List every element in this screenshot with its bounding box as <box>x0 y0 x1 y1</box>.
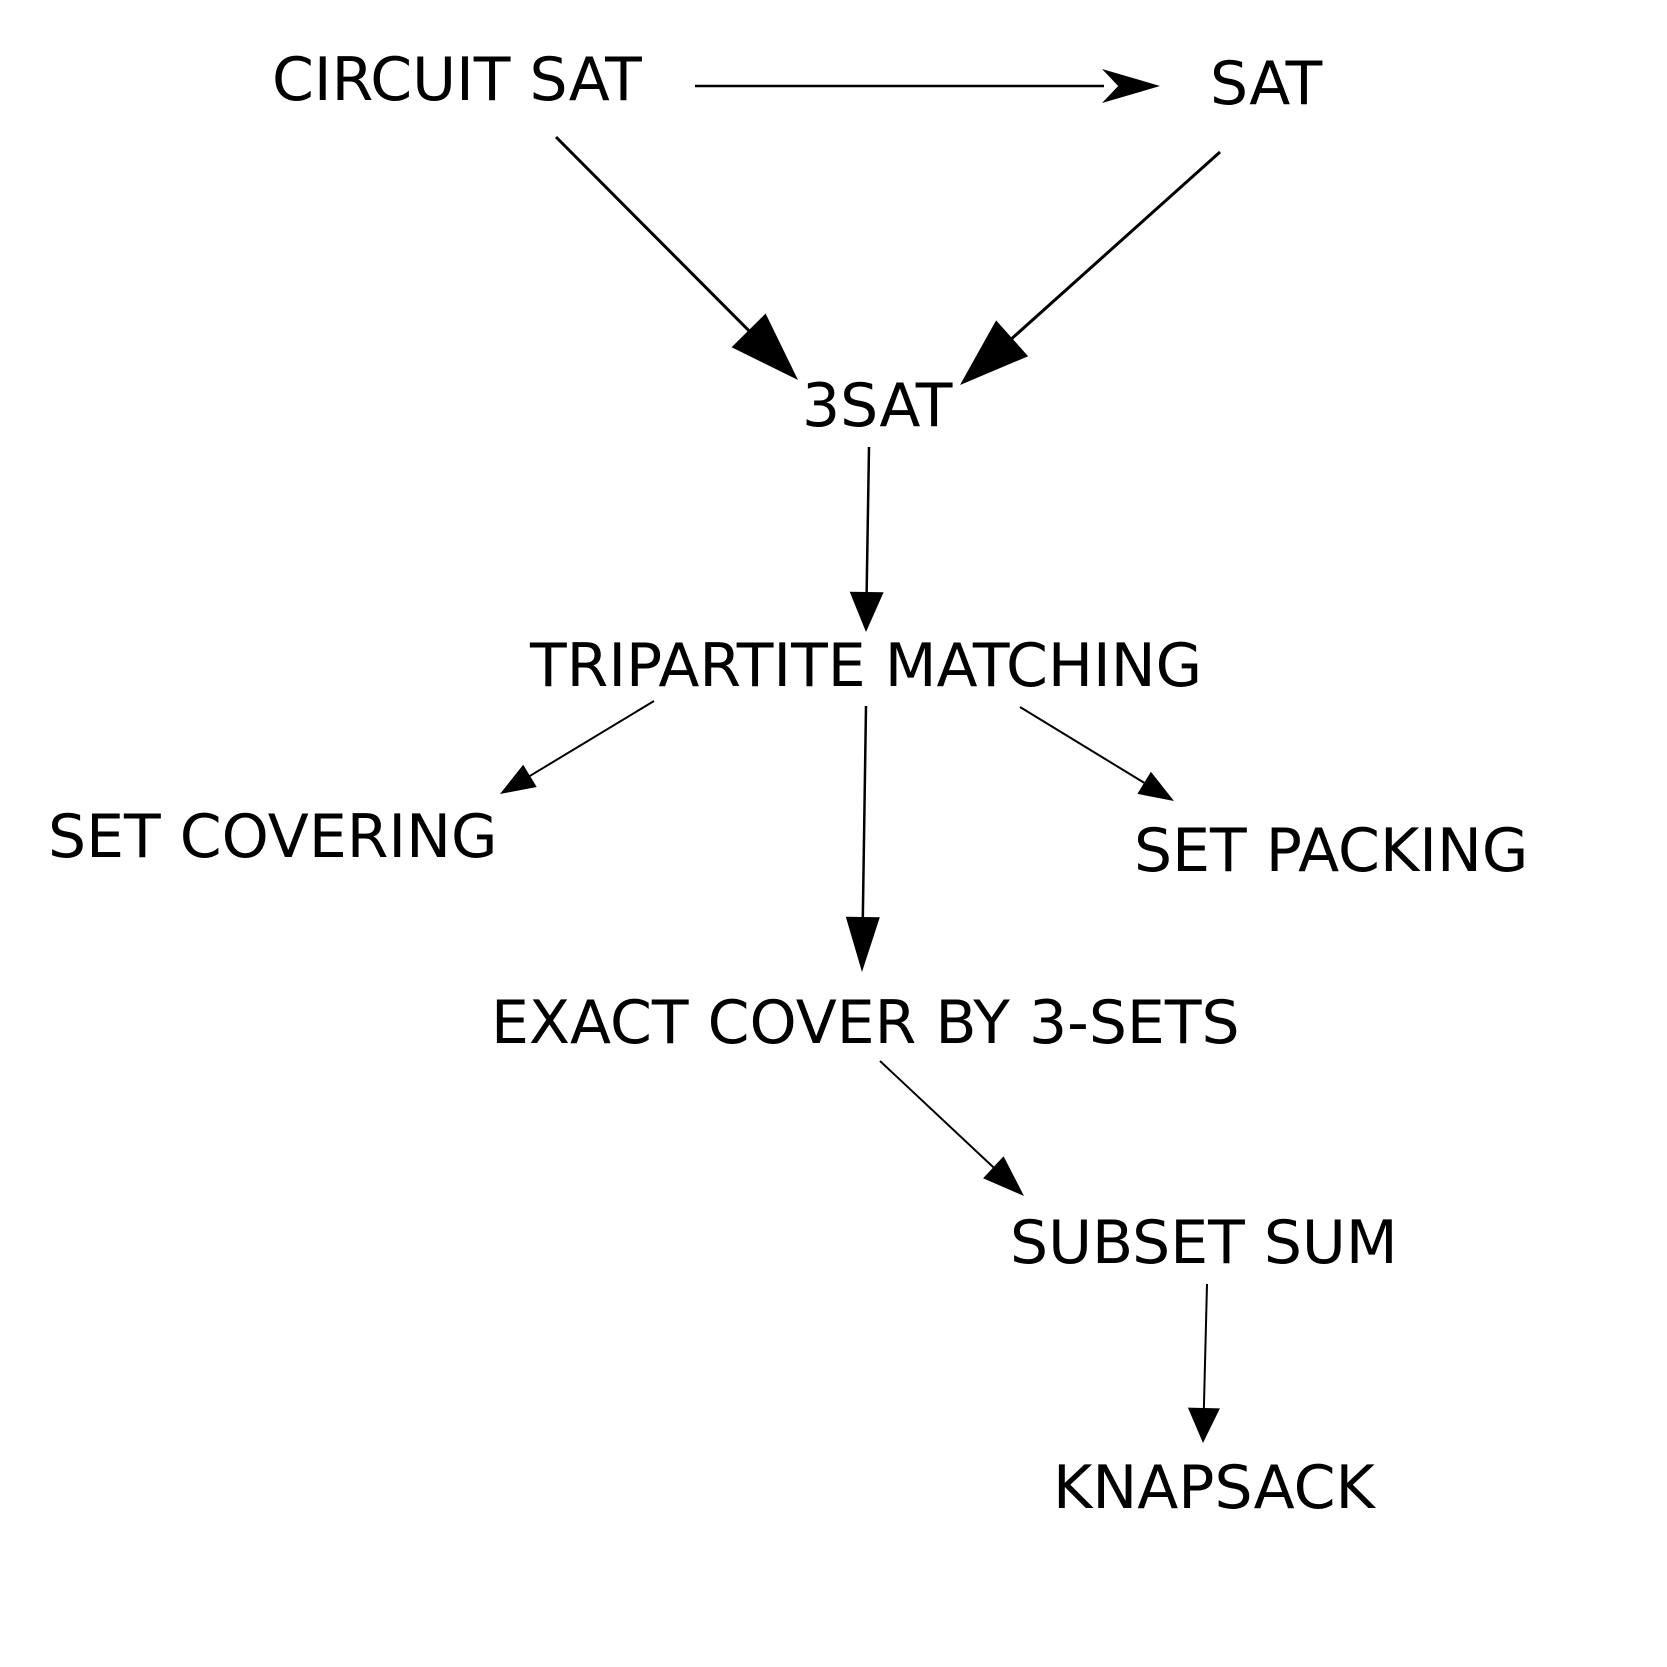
node-knapsack: KNAPSACK <box>1053 1453 1377 1523</box>
edge-subset_sum-to-knapsack <box>1202 1283 1208 1411</box>
arrowhead-tripartite_matching-to-set_covering <box>500 764 537 794</box>
edge-tripartite_matching-to-set_packing <box>1019 706 1147 785</box>
edge-sat-to-3sat <box>1009 150 1222 341</box>
node-exact-cover: EXACT COVER BY 3-SETS <box>491 988 1240 1058</box>
edge-circuit_sat-to-3sat <box>554 135 752 333</box>
arrowhead-circuit_sat-to-sat <box>1102 69 1160 103</box>
node-set-covering: SET COVERING <box>48 802 498 872</box>
edges-group <box>500 69 1222 1443</box>
arrowhead-subset_sum-to-knapsack <box>1187 1407 1220 1443</box>
nodes-group: CIRCUIT SAT SAT 3SAT TRIPARTITE MATCHING… <box>48 45 1528 1523</box>
node-3sat: 3SAT <box>802 371 953 441</box>
arrowhead-tripartite_matching-to-set_packing <box>1137 771 1174 801</box>
arrowhead-sat-to-3sat <box>960 320 1029 385</box>
edge-exact_cover-to-subset_sum <box>879 1060 996 1170</box>
edge-3sat-to-tripartite_matching <box>865 446 871 595</box>
node-subset-sum: SUBSET SUM <box>1010 1208 1398 1278</box>
arrowhead-exact_cover-to-subset_sum <box>983 1156 1024 1196</box>
node-sat: SAT <box>1210 49 1323 119</box>
edge-tripartite_matching-to-exact_cover <box>861 705 868 920</box>
arrowhead-circuit_sat-to-3sat <box>731 313 798 380</box>
node-circuit-sat: CIRCUIT SAT <box>272 45 642 115</box>
node-set-packing: SET PACKING <box>1134 816 1528 886</box>
arrowhead-3sat-to-tripartite_matching <box>849 591 884 632</box>
edge-tripartite_matching-to-set_covering <box>527 700 655 778</box>
arrowhead-tripartite_matching-to-exact_cover <box>845 916 880 972</box>
node-tripartite-matching: TRIPARTITE MATCHING <box>529 631 1202 701</box>
